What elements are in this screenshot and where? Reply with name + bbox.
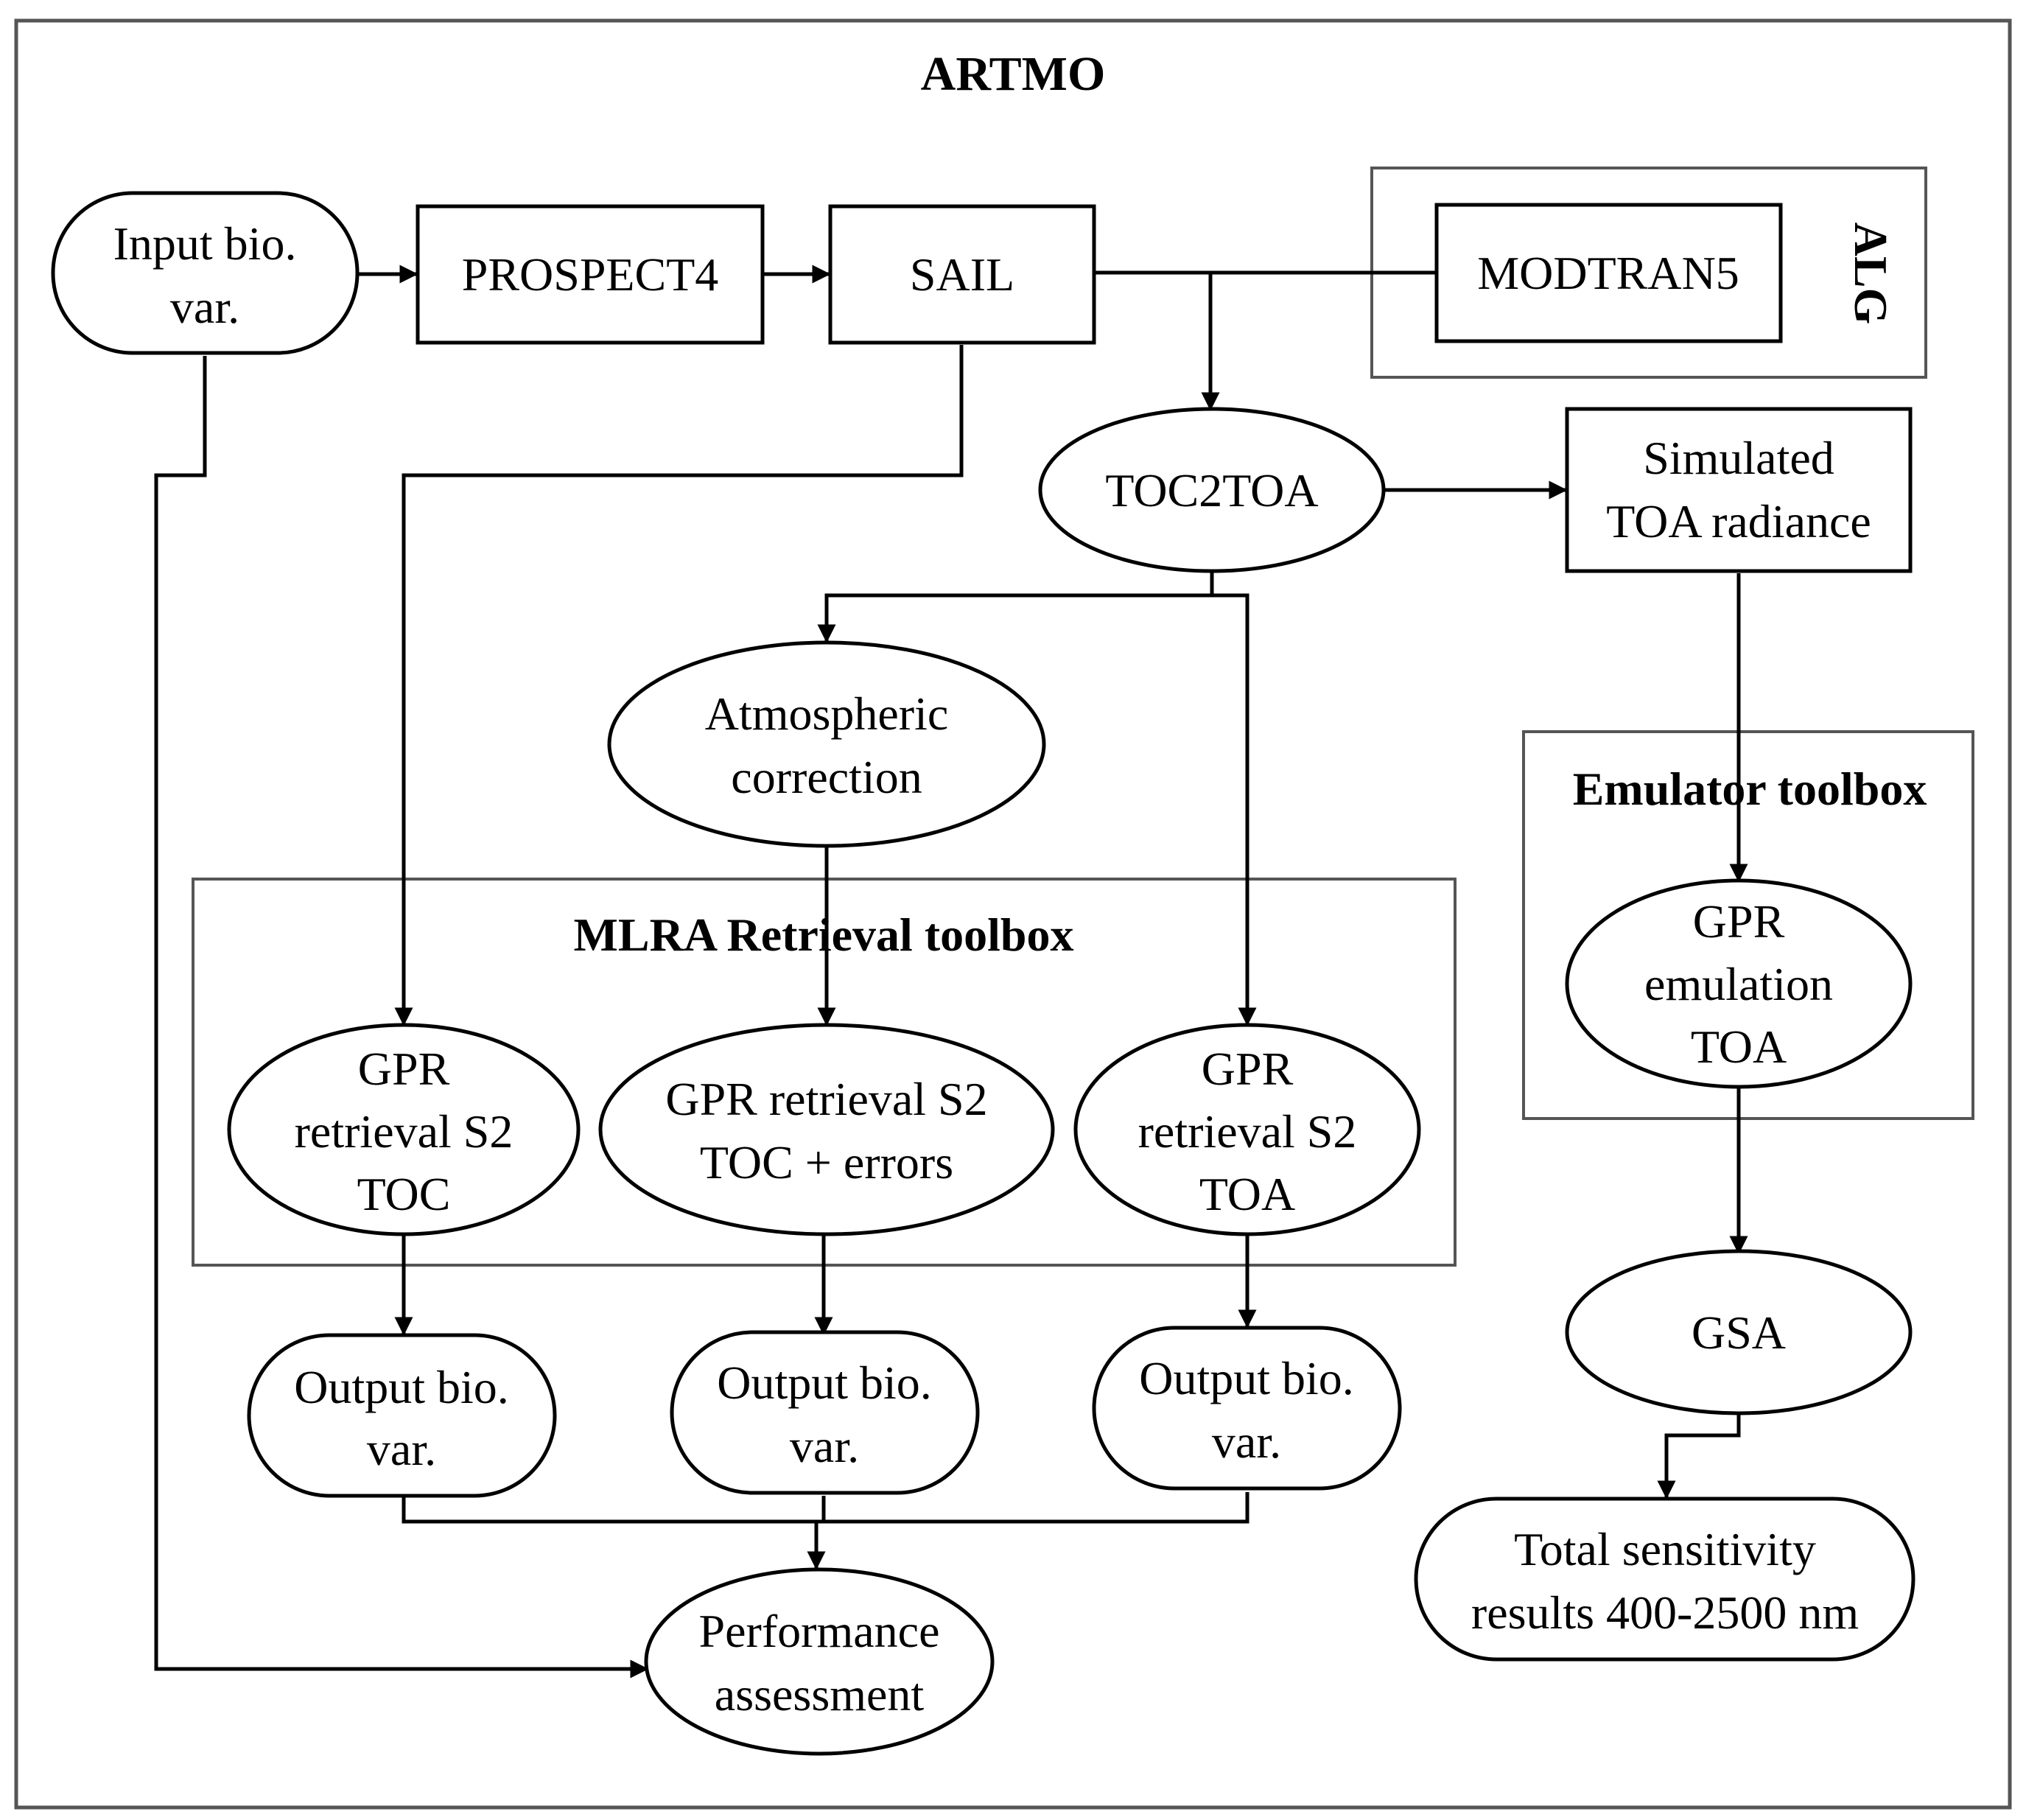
simulated-toa-line-1: Simulated (1643, 432, 1834, 484)
performance-assessment-node: Performance assessment (644, 1567, 995, 1756)
gsa-node: GSA (1565, 1249, 1913, 1415)
gpr-retrieval-toc-line-3: TOC (357, 1168, 451, 1220)
mlra-group-label: MLRA Retrieval toolbox (574, 909, 1074, 961)
prospect4-node: PROSPECT4 (416, 204, 765, 345)
gpr-retrieval-toc-line-2: retrieval S2 (295, 1105, 513, 1158)
performance-assessment-line-1: Performance (699, 1605, 940, 1657)
gpr-retrieval-toa-line-1: GPR (1202, 1043, 1294, 1095)
total-sensitivity-line-1: Total sensitivity (1514, 1523, 1816, 1575)
performance-assessment-line-2: assessment (715, 1668, 925, 1721)
toc2toa-node: TOC2TOA (1038, 407, 1386, 573)
output-bio-var-3-line-2: var. (1212, 1415, 1281, 1468)
sail-label: SAIL (910, 248, 1014, 301)
edge-toc2toa-to-atmospheric-correction (817, 571, 1214, 643)
emulator-group-label: Emulator toolbox (1573, 763, 1927, 815)
sail-node: SAIL (828, 204, 1096, 345)
edge-gsa-to-total-sensitivity (1657, 1415, 1741, 1499)
modtran5-node: MODTRAN5 (1434, 203, 1783, 343)
connectors (154, 265, 1748, 1679)
alg-group-label: ALG (1845, 223, 1897, 325)
simulated-toa-radiance-node: Simulated TOA radiance (1565, 407, 1913, 573)
toc2toa-label: TOC2TOA (1105, 464, 1318, 517)
simulated-toa-line-2: TOA radiance (1606, 495, 1871, 547)
edge-input-to-performance (154, 356, 649, 1679)
output-bio-var-1-line-2: var. (367, 1423, 436, 1475)
output-bio-var-3-node: Output bio. var. (1092, 1326, 1402, 1491)
output-bio-var-2-line-1: Output bio. (717, 1357, 932, 1409)
gpr-retrieval-toc-errors-line-1: GPR retrieval S2 (665, 1073, 987, 1125)
input-bio-var-node: Input bio. var. (51, 191, 360, 355)
total-sensitivity-node: Total sensitivity results 400-2500 nm (1414, 1497, 1915, 1662)
diagram-title: ARTMO (921, 47, 1106, 101)
input-bio-var-line-2: var. (170, 281, 239, 333)
gpr-retrieval-toa-line-3: TOA (1199, 1168, 1295, 1220)
gpr-emulation-toa-line-3: TOA (1691, 1021, 1787, 1073)
atmospheric-correction-node: Atmospheric correction (607, 640, 1046, 848)
edge-sail-to-gpr-toc (394, 345, 964, 1026)
output-bio-var-2-line-2: var. (790, 1420, 859, 1472)
output-bio-var-3-line-1: Output bio. (1139, 1352, 1354, 1404)
gpr-retrieval-toc-line-1: GPR (358, 1043, 450, 1095)
prospect4-label: PROSPECT4 (462, 248, 719, 301)
emulator-group-box (1522, 730, 1974, 1120)
output-bio-var-1-line-1: Output bio. (294, 1361, 509, 1413)
edge-toc2toa-to-gpr-toa (1212, 593, 1257, 1026)
gpr-retrieval-toc-errors-node: GPR retrieval S2 TOC + errors (598, 1023, 1055, 1236)
input-bio-var-line-1: Input bio. (113, 217, 297, 270)
gpr-emulation-toa-node: GPR emulation TOA (1565, 878, 1913, 1089)
atmospheric-correction-line-1: Atmospheric (705, 687, 949, 740)
gpr-retrieval-toc-node: GPR retrieval S2 TOC (227, 1023, 581, 1236)
gpr-emulation-toa-line-2: emulation (1644, 958, 1833, 1010)
gpr-retrieval-toc-errors-line-2: TOC + errors (700, 1136, 953, 1189)
outer-frame (14, 18, 2012, 1810)
gpr-emulation-toa-line-1: GPR (1693, 895, 1785, 948)
modtran5-label: MODTRAN5 (1477, 247, 1739, 299)
output-bio-var-2-node: Output bio. var. (670, 1330, 980, 1495)
atmospheric-correction-line-2: correction (731, 751, 922, 803)
gpr-retrieval-toa-line-2: retrieval S2 (1138, 1105, 1357, 1158)
gsa-label: GSA (1692, 1306, 1786, 1359)
total-sensitivity-line-2: results 400-2500 nm (1471, 1586, 1859, 1639)
output-bio-var-1-node: Output bio. var. (247, 1333, 557, 1498)
gpr-retrieval-toa-node: GPR retrieval S2 TOA (1073, 1023, 1421, 1236)
